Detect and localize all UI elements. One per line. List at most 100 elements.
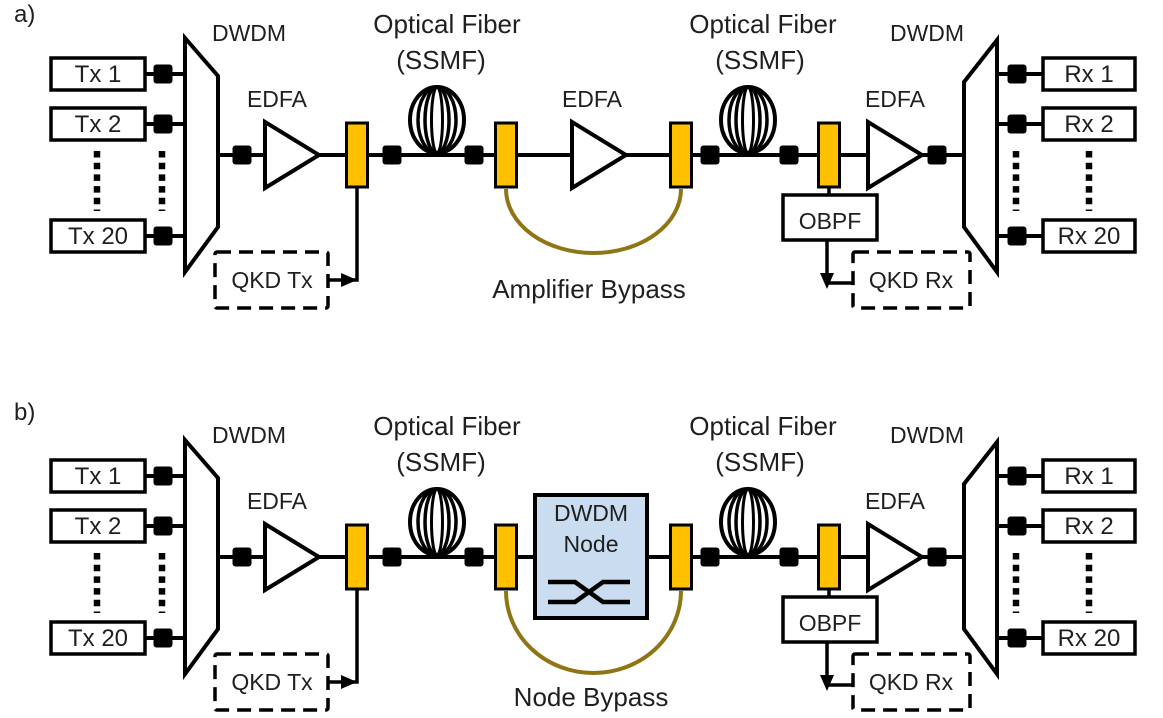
fiber-spool-icon [408, 85, 466, 155]
qkd-rx-box [851, 250, 972, 310]
rx1-box [1041, 56, 1137, 92]
tx20-label: Tx 20 [68, 223, 128, 250]
connector-icon [464, 145, 484, 165]
connector-icon [153, 466, 173, 486]
fiber-spool-icon [719, 85, 777, 155]
rx20-label: Rx 20 [1058, 223, 1121, 250]
fiber1-label-line1: Optical Fiber [373, 411, 521, 441]
fiber1-label-line2: (SSMF) [396, 45, 486, 75]
mux-label: DWDM [212, 20, 286, 46]
tx2-box [49, 106, 147, 142]
qkdtx-coupler-link [328, 589, 359, 684]
rx1-box [1041, 458, 1137, 494]
qkd-tx-box [213, 250, 330, 310]
edfa-amplifier-icon [866, 120, 924, 190]
tx1-box [49, 458, 147, 494]
qkd-rx-label: QKD Rx [869, 267, 954, 293]
qkd-rx-label: QKD Rx [869, 669, 954, 695]
rx1-label: Rx 1 [1064, 463, 1113, 490]
edfa2-label: EDFA [562, 86, 623, 112]
rx2-label: Rx 2 [1064, 513, 1113, 540]
qkd-drop-coupler [817, 121, 841, 189]
qkd-add-coupler [345, 523, 369, 591]
rx20-label: Rx 20 [1058, 625, 1121, 652]
demux-label: DWDM [890, 20, 964, 46]
panel-label: a) [14, 1, 35, 28]
down-arrow-icon [820, 273, 834, 289]
connector-icon [153, 114, 173, 134]
obpf-box [781, 193, 879, 242]
tx2-box [49, 508, 147, 544]
rx2-label: Rx 2 [1064, 111, 1113, 138]
fiber2-label-line1: Optical Fiber [689, 411, 837, 441]
tx20-label: Tx 20 [68, 625, 128, 652]
dwdm-mux-icon [183, 438, 220, 676]
fiber2-label-line1: Optical Fiber [689, 9, 837, 39]
connector-icon [779, 145, 799, 165]
qkd-add-coupler [345, 121, 369, 189]
connector-icon [232, 145, 252, 165]
connector-icon [1007, 226, 1027, 246]
panel-b: b) DWDM DWDM Tx 1 Tx 2 Tx 20 Rx 1 Rx 2 R… [14, 399, 1137, 712]
connector-icon [927, 547, 947, 567]
connector-icon [700, 547, 720, 567]
tx2-label: Tx 2 [75, 111, 122, 138]
tx1-label: Tx 1 [75, 463, 122, 490]
bypass-coupler-right [669, 121, 693, 189]
edfa1-label: EDFA [247, 488, 308, 514]
demux-label: DWDM [890, 422, 964, 448]
node-bypass-arc [504, 590, 683, 675]
bypass-label: Amplifier Bypass [492, 274, 686, 304]
rx2-box [1041, 106, 1137, 142]
connector-icon [1007, 64, 1027, 84]
tx1-box [49, 56, 147, 92]
connector-icon [153, 64, 173, 84]
connector-icon [1007, 466, 1027, 486]
edfa-amplifier-icon [263, 522, 321, 592]
qkd-rx-box [851, 652, 972, 712]
edfa-amplifier-icon [570, 120, 628, 190]
connector-icon [153, 516, 173, 536]
dwdm-node-label-line1: DWDM [554, 500, 628, 526]
dwdm-demux-icon [962, 38, 999, 274]
cross-connect-icon [548, 579, 630, 605]
fiber2-label-line2: (SSMF) [715, 447, 805, 477]
qkd-tx-label: QKD Tx [231, 669, 313, 695]
connector-icon [153, 628, 173, 648]
dwdm-node-label-line2: Node [564, 531, 619, 557]
bypass-label: Node Bypass [514, 682, 669, 712]
edfa3-label: EDFA [865, 86, 926, 112]
edfa-amplifier-icon [866, 522, 924, 592]
qkd-drop-coupler [817, 523, 841, 591]
right-arrow-icon [341, 675, 357, 689]
edfa-amplifier-icon [263, 120, 321, 190]
connector-icon [927, 145, 947, 165]
fiber-spool-icon [719, 487, 777, 557]
dwdm-node-box [533, 493, 649, 620]
fiber1-label-line2: (SSMF) [396, 447, 486, 477]
amplifier-bypass-arc [504, 188, 683, 255]
fiber1-label-line1: Optical Fiber [373, 9, 521, 39]
panel-a: a) DWDM DWDM Tx 1 Tx 2 Tx 20 Rx 1 Rx 2 R… [14, 1, 1137, 310]
rx20-box [1041, 620, 1137, 656]
edfa2-label: EDFA [865, 488, 926, 514]
bypass-coupler-right [669, 523, 693, 591]
connector-icon [1007, 114, 1027, 134]
tx2-label: Tx 2 [75, 513, 122, 540]
rx2-box [1041, 508, 1137, 544]
dwdm-mux-icon [183, 36, 220, 274]
obpf-label: OBPF [799, 208, 862, 234]
connector-icon [382, 547, 402, 567]
connector-icon [1007, 628, 1027, 648]
edfa1-label: EDFA [247, 86, 308, 112]
rx1-label: Rx 1 [1064, 61, 1113, 88]
connector-icon [153, 226, 173, 246]
connector-icon [382, 145, 402, 165]
right-arrow-icon [341, 273, 357, 287]
qkd-tx-box [213, 652, 330, 712]
obpf-box [781, 595, 879, 644]
fiber-spool-icon [408, 487, 466, 557]
tx20-box [49, 218, 147, 254]
rx20-box [1041, 218, 1137, 254]
